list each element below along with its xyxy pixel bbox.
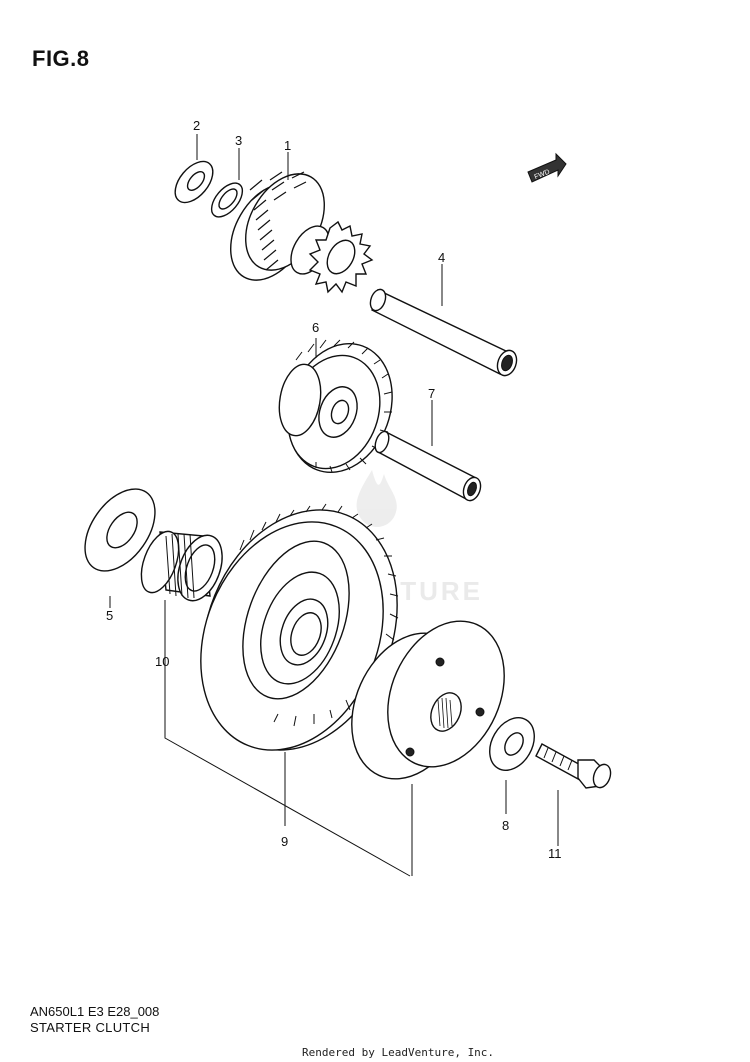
callout-1: 1 bbox=[284, 138, 291, 153]
callout-2: 2 bbox=[193, 118, 200, 133]
callout-10: 10 bbox=[155, 654, 169, 669]
callout-5: 5 bbox=[106, 608, 113, 623]
render-credit: Rendered by LeadVenture, Inc. bbox=[302, 1046, 495, 1059]
callout-8: 8 bbox=[502, 818, 509, 833]
model-code: AN650L1 E3 E28_008 bbox=[30, 1004, 160, 1019]
figure-title: FIG.8 bbox=[32, 46, 90, 71]
fwd-arrow-icon: FWD bbox=[527, 152, 567, 183]
leader-lines bbox=[109, 134, 559, 877]
part-4-shaft bbox=[369, 288, 518, 377]
part-1-idle-gear bbox=[230, 171, 374, 294]
part-7-shaft bbox=[374, 430, 482, 502]
callout-3: 3 bbox=[235, 133, 242, 148]
part-6-idle-gear bbox=[278, 339, 393, 474]
callout-labels: 1 2 3 4 5 6 7 8 9 10 11 bbox=[106, 118, 562, 861]
part-5-washer bbox=[84, 488, 156, 572]
part-11-bolt bbox=[535, 743, 612, 789]
part-9-clutch-gear bbox=[200, 503, 399, 751]
callout-11: 11 bbox=[548, 846, 562, 861]
part-3-ring bbox=[210, 182, 244, 218]
callout-9: 9 bbox=[281, 834, 288, 849]
part-8-washer bbox=[489, 717, 535, 771]
callout-7: 7 bbox=[428, 386, 435, 401]
part-1-pinion bbox=[308, 220, 374, 294]
part-10-needle-bearing bbox=[140, 530, 223, 602]
part-2-washer bbox=[174, 160, 214, 204]
callout-6: 6 bbox=[312, 320, 319, 335]
callout-4: 4 bbox=[438, 250, 445, 265]
diagram-caption: STARTER CLUTCH bbox=[30, 1020, 151, 1035]
part-9-clutch-body bbox=[351, 620, 505, 780]
